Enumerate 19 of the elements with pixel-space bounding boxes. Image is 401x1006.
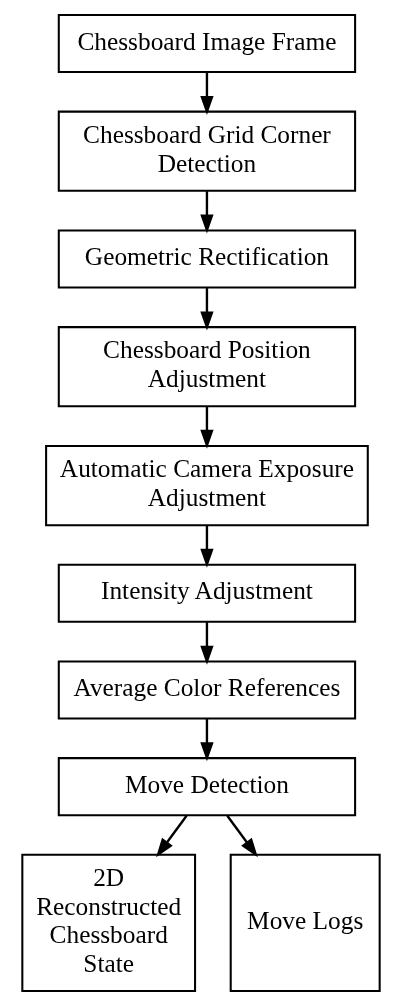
node-box: Chessboard Image Frame (57, 13, 356, 73)
arrow (199, 718, 214, 762)
arrow (199, 288, 214, 331)
arrow (199, 191, 214, 234)
arrow (199, 621, 214, 665)
node-box: Chessboard Grid Corner Detection (57, 110, 356, 192)
node-box: Move Logs (229, 853, 381, 993)
arrow (199, 72, 214, 115)
arrow (199, 406, 214, 449)
node-box: Average Color References (57, 660, 356, 720)
arrow (199, 525, 214, 568)
arrow (225, 815, 258, 858)
node-box: Intensity Adjustment (57, 563, 356, 623)
node-box: Geometric Rectification (57, 229, 356, 289)
arrow (155, 815, 188, 858)
node-box: 2D Reconstructed Chessboard State (20, 853, 196, 993)
node-box: Chessboard Position Adjustment (57, 326, 356, 408)
node-box: Move Detection (57, 757, 356, 817)
node-box: Automatic Camera Exposure Adjustment (44, 444, 369, 527)
